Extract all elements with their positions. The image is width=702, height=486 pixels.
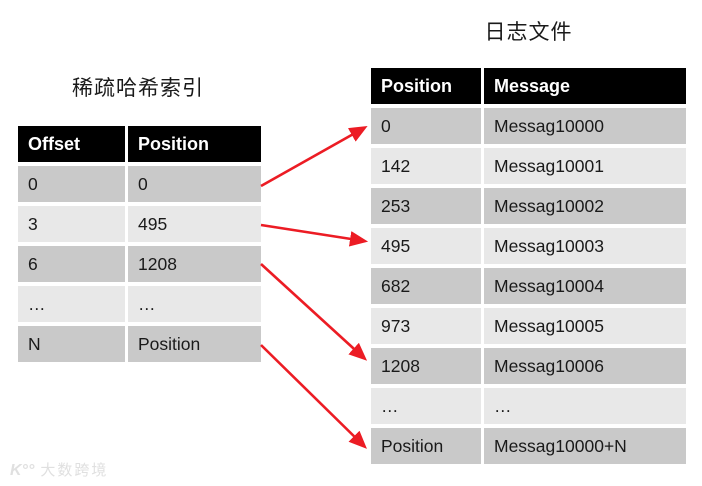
table-cell: 495 xyxy=(368,224,484,268)
table-cell: N xyxy=(15,322,128,366)
connector-arrow xyxy=(260,344,367,449)
table-cell: 495 xyxy=(125,202,264,246)
table-cell: 1208 xyxy=(368,344,484,388)
table-cell: 0 xyxy=(15,162,128,206)
watermark-logo-icon: K°° xyxy=(10,462,35,479)
table-cell: Messag10005 xyxy=(481,304,689,348)
watermark: K°° 大数跨境 xyxy=(10,459,108,480)
column-header-message: Message xyxy=(481,64,689,108)
table-cell: 682 xyxy=(368,264,484,308)
column-header-offset: Offset xyxy=(15,122,128,166)
table-cell: 0 xyxy=(125,162,264,206)
table-cell: Messag10001 xyxy=(481,144,689,188)
table-cell: … xyxy=(125,282,264,326)
table-cell: Messag10002 xyxy=(481,184,689,228)
column-header-position: Position xyxy=(125,122,264,166)
table-cell: Messag10000 xyxy=(481,104,689,148)
table-cell: 253 xyxy=(368,184,484,228)
table-cell: Position xyxy=(368,424,484,468)
table-cell: Messag10006 xyxy=(481,344,689,388)
table-cell: Position xyxy=(125,322,264,366)
table-cell: 973 xyxy=(368,304,484,348)
table-cell: 3 xyxy=(15,202,128,246)
sparse-index-title: 稀疏哈希索引 xyxy=(72,77,204,100)
table-cell: … xyxy=(368,384,484,428)
column-header-position: Position xyxy=(368,64,484,108)
table-cell: Messag10000+N xyxy=(481,424,689,468)
log-file-title: 日志文件 xyxy=(484,21,573,44)
table-cell: … xyxy=(15,282,128,326)
table-row: …… xyxy=(15,282,264,326)
table-cell: 142 xyxy=(368,144,484,188)
table-header-row: Position Message xyxy=(368,64,689,108)
table-row: …… xyxy=(368,384,689,428)
connector-arrow xyxy=(260,125,368,188)
table-cell: … xyxy=(481,384,689,428)
table-cell: 1208 xyxy=(125,242,264,286)
table-cell: 6 xyxy=(15,242,128,286)
connector-arrow xyxy=(260,263,368,361)
watermark-label: 大数跨境 xyxy=(40,462,109,479)
table-cell: Messag10004 xyxy=(481,264,689,308)
table-header-row: Offset Position xyxy=(15,122,264,166)
table-cell: Messag10003 xyxy=(481,224,689,268)
connector-arrow xyxy=(260,223,369,247)
table-cell: 0 xyxy=(368,104,484,148)
